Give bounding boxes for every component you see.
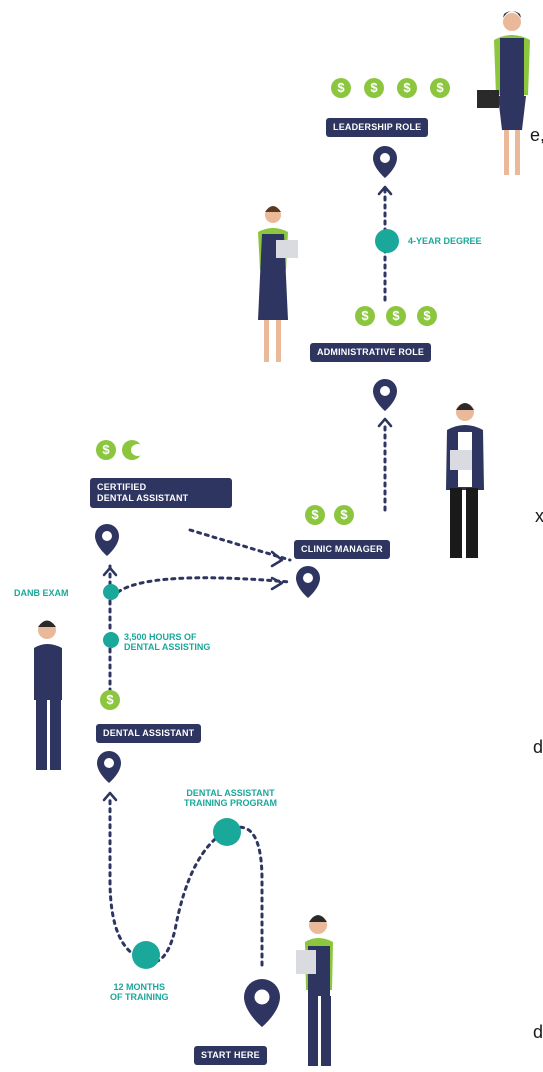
- training-line-2: TRAINING PROGRAM: [184, 798, 277, 808]
- milestone-dot-icon: [213, 818, 241, 846]
- hours-line-2: DENTAL ASSISTING: [124, 642, 211, 652]
- months-line-1: 12 MONTHS: [113, 982, 165, 992]
- location-pin-icon: [296, 566, 320, 598]
- dollar-coin-icon: $: [397, 78, 417, 98]
- path-start-to-months: [108, 798, 264, 967]
- location-pin-icon: [95, 524, 119, 556]
- dental-assistant-label: DENTAL ASSISTANT: [96, 724, 202, 743]
- hours-line-1: 3,500 HOURS OF: [124, 632, 197, 642]
- milestone-dot-icon: [103, 584, 119, 600]
- hours-text: 3,500 HOURS OF DENTAL ASSISTING: [124, 632, 210, 652]
- person-illustration: [258, 206, 298, 362]
- danb-exam-text: DANB EXAM: [14, 588, 69, 598]
- dollar-coin-icon: $: [334, 505, 354, 525]
- milestone-dot-icon: [132, 941, 160, 969]
- administrative-role-label: ADMINISTRATIVE ROLE: [310, 343, 432, 362]
- arrowhead-icon: [102, 566, 118, 577]
- half-coin-icon: [122, 440, 142, 460]
- person-illustration: [477, 11, 530, 175]
- months-line-2: OF TRAINING: [110, 992, 169, 1002]
- clinic-manager-label: CLINIC MANAGER: [294, 540, 390, 559]
- arrowhead-icon: [377, 417, 393, 428]
- edge-text-bottom: d: [533, 1022, 543, 1042]
- location-pin-icon: [373, 146, 397, 178]
- training-program-text: DENTAL ASSISTANT TRAINING PROGRAM: [184, 788, 277, 808]
- person-illustration: [296, 915, 333, 1066]
- person-illustration: [446, 403, 484, 558]
- dollar-coin-icon: $: [355, 306, 375, 326]
- milestone-dot-icon: [103, 632, 119, 648]
- edge-text-lower: d: [533, 737, 543, 757]
- dollar-coin-icon: $: [386, 306, 406, 326]
- dollar-coin-icon: $: [430, 78, 450, 98]
- location-pin-icon: [373, 379, 397, 411]
- start-here-label: START HERE: [194, 1046, 267, 1065]
- certified-dental-assistant-label: CERTIFIED DENTAL ASSISTANT: [90, 478, 232, 508]
- location-pin-icon: [97, 751, 121, 783]
- dollar-coin-icon: $: [100, 690, 120, 710]
- dollar-coin-icon: $: [305, 505, 325, 525]
- edge-text-middle: x: [535, 506, 543, 526]
- dollar-coin-icon: $: [417, 306, 437, 326]
- training-line-1: DENTAL ASSISTANT: [186, 788, 275, 798]
- arrowhead-icon: [102, 791, 118, 802]
- dollar-coin-icon: $: [96, 440, 116, 460]
- certified-line: CERTIFIED: [97, 482, 147, 492]
- arrowhead-icon: [270, 550, 284, 568]
- location-pin-icon: [244, 979, 280, 1027]
- path-danb-to-clinic: [116, 576, 292, 594]
- milestone-dot-icon: [375, 229, 399, 253]
- dollar-coin-icon: $: [364, 78, 384, 98]
- arrowhead-icon: [377, 185, 393, 196]
- edge-text-top: e,: [530, 125, 543, 145]
- four-year-degree-text: 4-YEAR DEGREE: [408, 236, 482, 246]
- dollar-coin-icon: $: [331, 78, 351, 98]
- leadership-role-label: LEADERSHIP ROLE: [326, 118, 429, 137]
- path-cda-to-clinic: [188, 528, 292, 562]
- person-illustration: [34, 620, 62, 770]
- arrowhead-icon: [270, 576, 284, 591]
- dental-assistant-line: DENTAL ASSISTANT: [97, 493, 189, 503]
- months-text: 12 MONTHS OF TRAINING: [110, 982, 169, 1002]
